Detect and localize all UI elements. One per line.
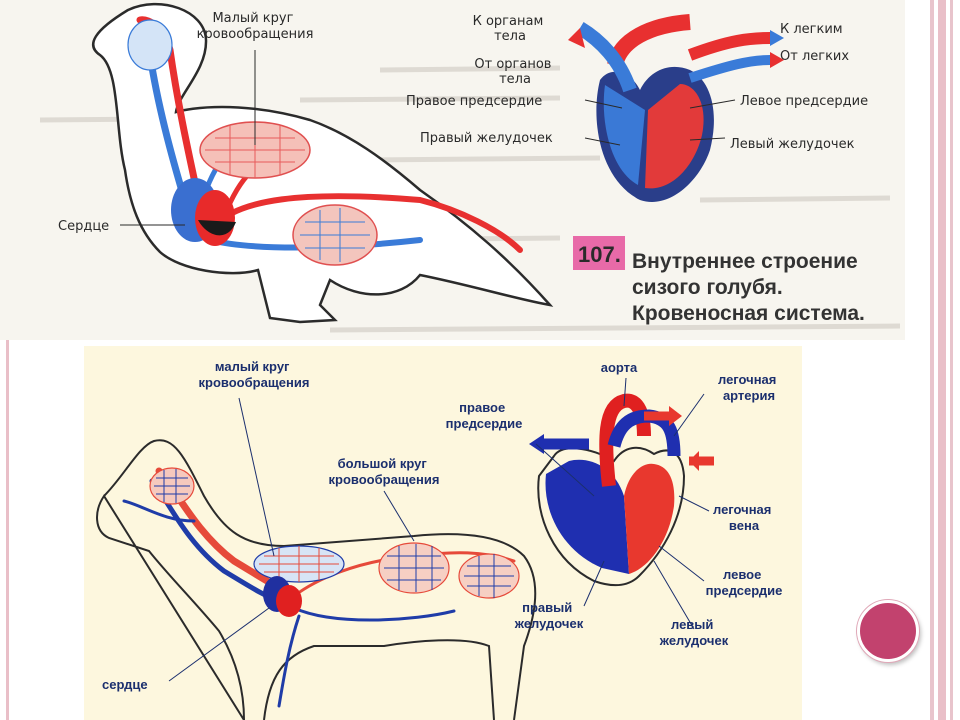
mammal-outline [96, 439, 537, 720]
slide-frame-stripe-left [6, 340, 9, 720]
label-mammal-heart: сердце [102, 677, 148, 692]
label-right-ventricle: Правый желудочек [420, 131, 553, 146]
figure-number: 107. [578, 242, 621, 267]
slide-frame-stripe-1 [930, 0, 934, 720]
mammal-leaders [168, 397, 415, 682]
pigeon-figure: Малый круг кровообращения Сердце К орган… [0, 0, 905, 340]
label-right-ventricle-mammal: правый желудочек [514, 600, 584, 631]
mammal-heart [263, 576, 302, 617]
label-small-circle: Малый круг кровообращения [197, 11, 314, 42]
pigeon-diagram: Малый круг кровообращения Сердце К орган… [39, 2, 901, 333]
label-to-lungs: К легким [780, 22, 843, 37]
slide-frame-stripe-2 [938, 0, 946, 720]
pigeon-heart-diagram [568, 14, 784, 202]
label-mammal-large-circle: большой круг кровообращения [329, 456, 440, 487]
label-aorta: аорта [601, 360, 638, 375]
label-left-atrium: Левое предсердие [740, 94, 868, 109]
pigeon-heart [171, 178, 236, 246]
label-right-atrium-mammal: правое предсердие [446, 400, 523, 431]
label-right-atrium: Правое предсердие [406, 94, 542, 109]
mammal-heart-diagram [529, 393, 714, 587]
label-mammal-small-circle: малый круг кровообращения [199, 359, 310, 390]
label-pulmonary-artery: легочная артерия [718, 372, 780, 403]
figure-number-box [573, 236, 625, 270]
mammal-diagram: малый круг кровообращения большой круг к… [96, 359, 783, 720]
label-from-lungs: От легких [780, 49, 849, 64]
pigeon-lung-net [127, 19, 378, 266]
figure-caption: Внутреннее строение сизого голубя. Крове… [632, 250, 865, 325]
mammal-figure: малый круг кровообращения большой круг к… [84, 346, 802, 720]
label-heart: Сердце [58, 219, 109, 234]
label-pulmonary-vein: легочная вена [713, 502, 775, 533]
mammal-capillary-nets [149, 467, 520, 599]
pigeon-heart-leaders [584, 99, 736, 146]
label-to-organs: К органам тела [473, 14, 548, 44]
label-from-organs: От органов тела [474, 57, 555, 87]
label-left-ventricle: Левый желудочек [730, 137, 855, 152]
label-left-ventricle-mammal: левый желудочек [659, 617, 729, 648]
slide-frame-stripe-3 [950, 0, 953, 720]
label-left-atrium-mammal: левое предсердие [706, 567, 783, 598]
mammal-heart-leaders [535, 377, 710, 630]
accent-circle [857, 600, 919, 662]
